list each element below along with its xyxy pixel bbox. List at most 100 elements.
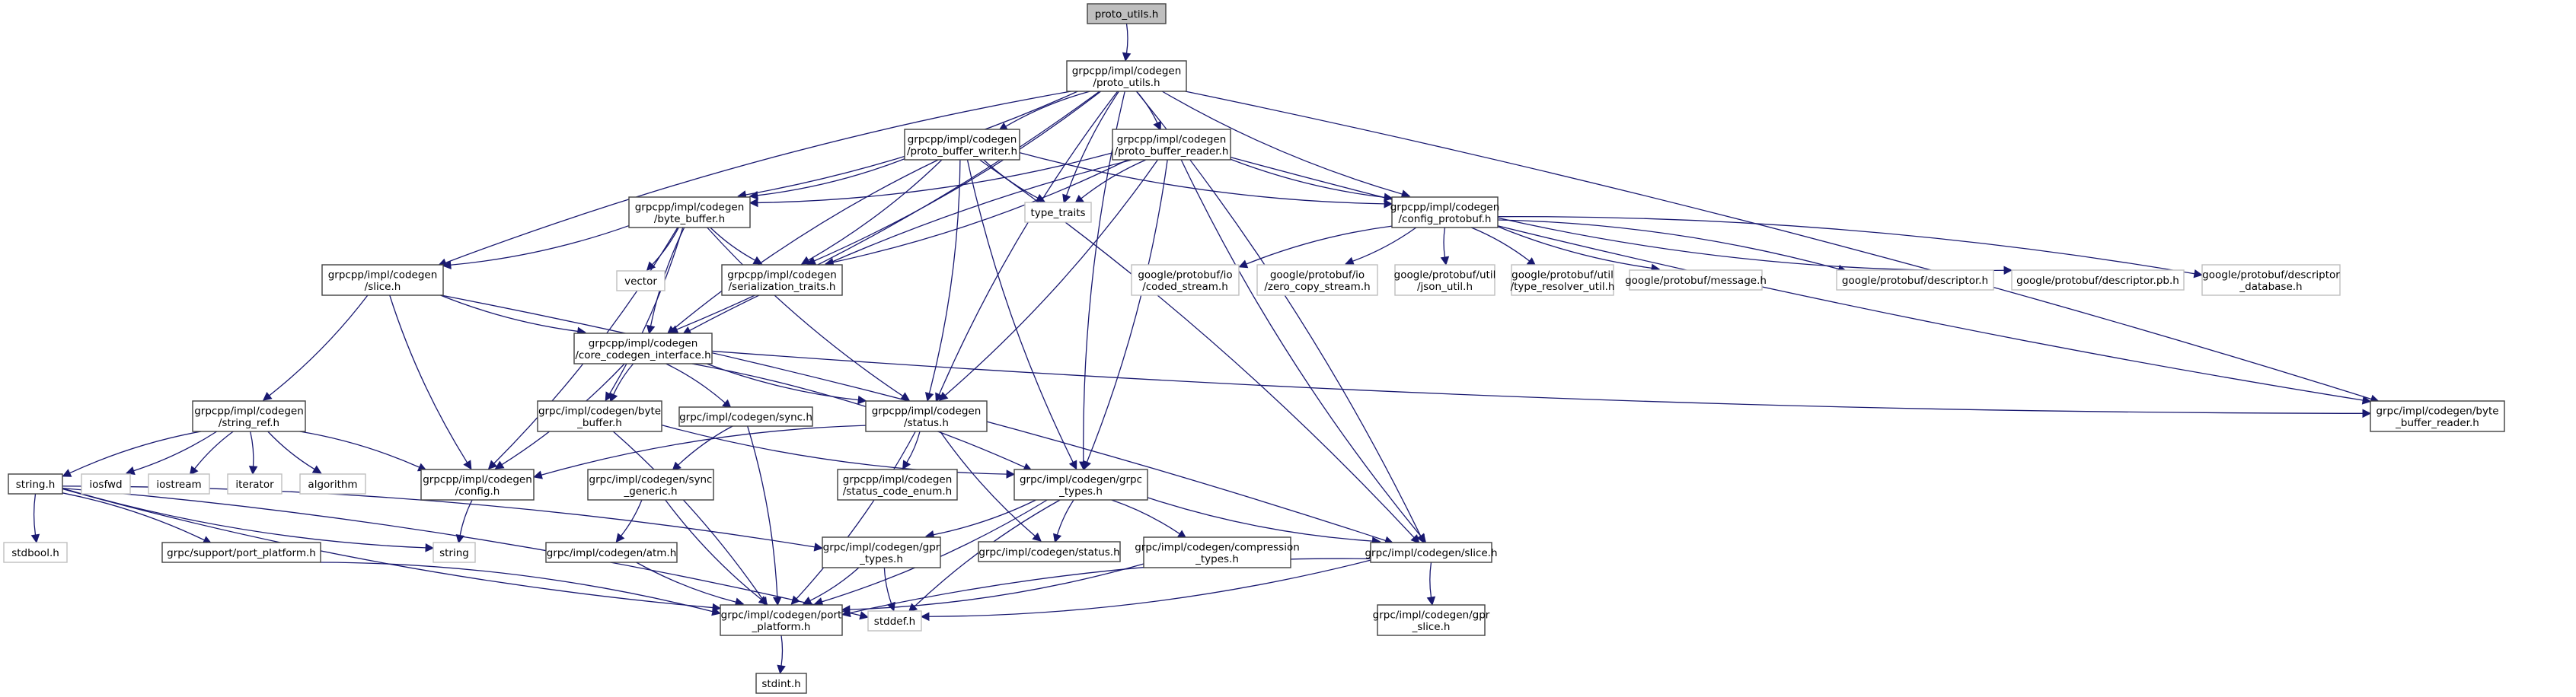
edge-line [33,493,37,536]
node-stddef[interactable]: stddef.h [867,610,922,632]
node-status-code-enum[interactable]: grpcpp/impl/codegen/status_code_enum.h [837,469,958,501]
node-box [867,610,922,632]
node-label: _database.h [2239,281,2302,293]
edge-root-to-proto_utils [1122,23,1132,62]
node-iterator[interactable]: iterator [227,473,282,495]
edge-cpp_status-to-status_code_enum [902,431,921,470]
node-sync[interactable]: grpc/impl/codegen/sync.h [678,406,813,427]
node-box [1112,129,1231,161]
node-descriptor-db[interactable]: google/protobuf/descriptor_database.h [2201,264,2341,296]
nodes-layer: proto_utils.hgrpcpp/impl/codegen/proto_u… [3,3,2505,694]
node-vector[interactable]: vector [616,270,666,291]
node-string-h[interactable]: string.h [8,473,63,495]
node-coded-stream[interactable]: google/protobuf/io/coded_stream.h [1131,264,1240,296]
node-json-util[interactable]: google/protobuf/util/json_util.h [1394,264,1496,296]
node-port-platform[interactable]: grpc/impl/codegen/port_platform.h [720,604,843,636]
node-cpp-slice[interactable]: grpcpp/impl/codegen/slice.h [321,264,444,296]
node-c-status[interactable]: grpc/impl/codegen/status.h [978,541,1121,562]
node-box [616,270,666,291]
edge-line [1056,499,1074,536]
edge-line [1180,159,1422,536]
edge-string_ref-to-string_h [62,431,202,477]
edge-line [440,294,578,333]
edge-line [1185,91,2372,400]
edge-line [928,559,1371,617]
node-label: _slice.h [1412,621,1451,633]
node-message[interactable]: google/protobuf/message.h [1625,269,1767,291]
node-zero-copy[interactable]: google/protobuf/io/zero_copy_stream.h [1256,264,1378,296]
node-label: grpcpp/impl/codegen [1072,65,1182,77]
node-box [81,473,131,495]
node-box [978,541,1121,562]
node-descriptor[interactable]: google/protobuf/descriptor.h [1836,269,1994,291]
edge-line [780,635,784,667]
node-stdint[interactable]: stdint.h [755,673,807,694]
arrowhead-icon [1032,532,1042,542]
node-core-codegen-if[interactable]: grpcpp/impl/codegen/core_codegen_interfa… [573,333,713,364]
node-proto-utils[interactable]: grpcpp/impl/codegen/proto_utils.h [1066,60,1187,92]
edge-grpc_types-to-c_status [1052,499,1074,543]
edge-line [62,488,713,609]
node-c-byte-buffer[interactable]: grpc/impl/codegen/byte_buffer.h [537,400,662,432]
node-box [321,264,444,296]
node-label: grpc/impl/codegen/byte [538,405,661,417]
node-stdbool[interactable]: stdbool.h [3,542,68,563]
arrowhead-icon [841,608,851,618]
node-byte-buffer[interactable]: grpcpp/impl/codegen/byte_buffer.h [628,196,751,228]
arrowhead-icon [455,533,464,544]
node-serialization[interactable]: grpcpp/impl/codegen/serialization_traits… [721,264,843,296]
node-gpr-types[interactable]: grpc/impl/codegen/gpr_types.h [822,536,941,568]
node-box [148,473,210,495]
node-label: grpcpp/impl/codegen [908,133,1017,145]
node-cpp-status[interactable]: grpcpp/impl/codegen/status.h [865,400,988,432]
node-label: /serialization_traits.h [729,281,836,293]
node-pb-writer[interactable]: grpcpp/impl/codegen/proto_buffer_writer.… [904,129,1020,161]
edge-gpr_types-to-port_platform [802,567,860,605]
node-grpc-types[interactable]: grpc/impl/codegen/grpc_types.h [1013,469,1148,501]
node-label: string.h [16,479,56,491]
node-box [1256,264,1378,296]
node-string-ref[interactable]: grpcpp/impl/codegen/string_ref.h [192,400,306,432]
node-compression-types[interactable]: grpc/impl/codegen/compression_types.h [1135,536,1300,568]
edge-line [320,562,713,613]
node-bb-reader[interactable]: grpc/impl/codegen/byte_buffer_reader.h [2370,400,2505,432]
edge-c_slice-to-stddef [920,559,1371,622]
edge-string_h-to-stdbool [30,493,40,544]
node-type-traits[interactable]: type_traits [1024,202,1092,223]
edge-line [1497,226,1652,269]
node-string[interactable]: string [433,542,476,563]
arrowhead-icon [758,595,768,605]
node-config-protobuf[interactable]: grpcpp/impl/codegen/config_protobuf.h [1390,196,1500,228]
node-box [299,473,366,495]
node-pb-reader[interactable]: grpcpp/impl/codegen/proto_buffer_reader.… [1112,129,1231,161]
node-config[interactable]: grpcpp/impl/codegen/config.h [420,469,535,501]
node-iosfwd[interactable]: iosfwd [81,473,131,495]
arrowhead-icon [1440,256,1450,266]
edge-cpp_status-to-config [533,425,867,479]
edge-byte_buffer-to-serialization [710,227,763,265]
node-descriptor-pb[interactable]: google/protobuf/descriptor.pb.h [2011,269,2185,291]
node-port-platform-support[interactable]: grpc/support/port_platform.h [161,542,321,563]
node-algorithm[interactable]: algorithm [299,473,366,495]
edge-line [672,159,939,330]
arrowhead-icon [2362,409,2372,419]
node-atm[interactable]: grpc/impl/codegen/atm.h [545,542,678,563]
node-box [537,400,662,432]
node-type-resolver[interactable]: google/protobuf/util/type_resolver_util.… [1511,264,1615,296]
edge-proto_utils-to-bb_reader [1185,91,2380,403]
node-c-slice[interactable]: grpc/impl/codegen/slice.h [1365,542,1498,563]
edge-atm-to-port_platform [636,562,745,606]
arrowhead-icon [425,543,435,552]
node-label: google/protobuf/util [1394,269,1496,281]
node-iostream[interactable]: iostream [148,473,210,495]
node-box [755,673,807,694]
node-gpr-slice[interactable]: grpc/impl/codegen/gpr_slice.h [1373,604,1490,636]
node-box [2201,264,2341,296]
node-sync-generic[interactable]: grpc/impl/codegen/sync_generic.h [587,469,714,501]
node-label: grpc/impl/codegen/sync [589,473,713,485]
edge-sync-to-port_platform [747,425,782,606]
arrowhead-icon [1083,460,1091,470]
node-label: type_traits [1030,207,1085,219]
arrowhead-icon [189,466,199,476]
edge-c_slice-to-gpr_slice [1426,562,1436,606]
